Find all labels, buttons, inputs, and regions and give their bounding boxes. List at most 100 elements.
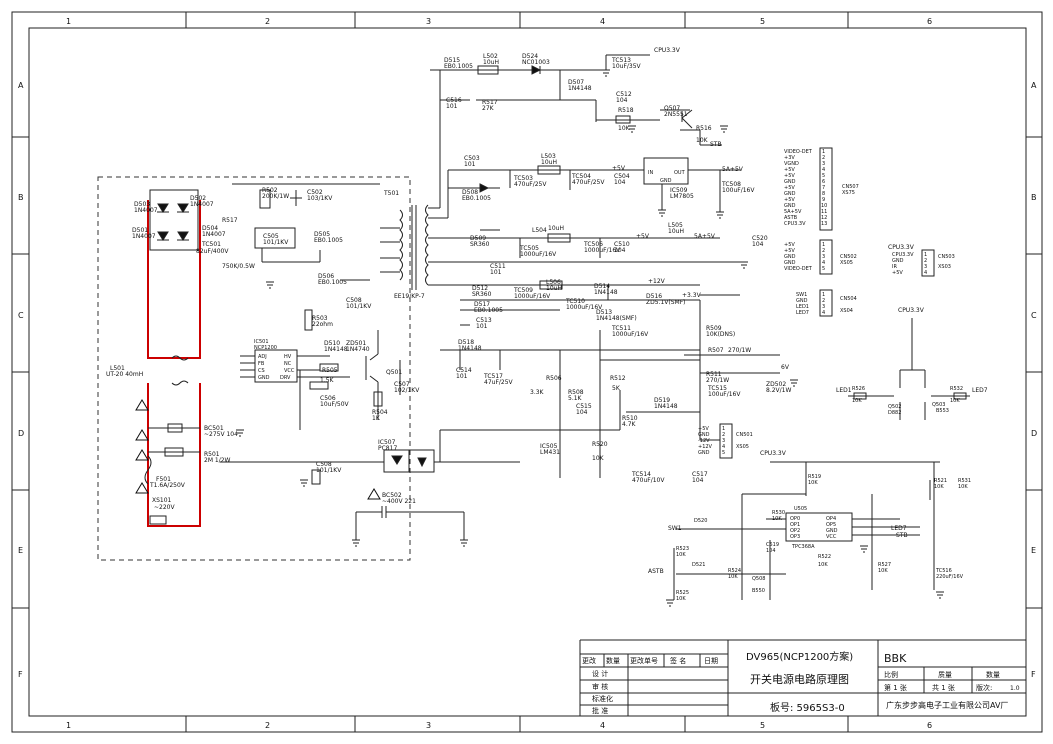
label: R532 — [950, 386, 963, 392]
label: 82uF/400V — [196, 248, 229, 255]
label: 104 — [576, 409, 588, 416]
pin-number: 2 — [822, 298, 825, 304]
led-driver-labels: Q502 D882 Q503 B553 R526 10K R532 10K — [852, 386, 963, 416]
row-label: F — [1031, 670, 1036, 679]
label: 10K(DNS) — [706, 331, 735, 338]
rev-header: 数量 — [606, 656, 620, 665]
transformer-labels: T501 EE19/KP-7 — [383, 190, 425, 300]
label: TC503 — [513, 175, 533, 182]
row-label: A — [1031, 81, 1037, 90]
label: 470uF/10V — [632, 477, 665, 484]
row-label: D — [18, 429, 24, 438]
col-label: 6 — [927, 721, 932, 730]
label: 1N4007 — [132, 233, 156, 240]
label: D510 — [324, 340, 340, 347]
label: D509 — [470, 235, 486, 242]
pin-label: GND — [698, 432, 710, 438]
label: Q508 — [752, 576, 765, 582]
company-name: 广东步步高电子工业有限公司AV厂 — [886, 700, 1008, 710]
net-label: CPU3.3V — [760, 450, 787, 457]
pin-label: +5V — [784, 248, 795, 254]
label: 10uH — [541, 159, 557, 166]
label: Q501 — [386, 369, 402, 376]
label: R524 — [728, 568, 741, 574]
label: C502 — [307, 189, 323, 196]
label: R512 — [610, 375, 626, 382]
label: 8.2V/1W — [766, 387, 791, 394]
brand-name: BBK — [884, 652, 907, 665]
label: ZD501 — [346, 340, 366, 347]
label: 102/1KV — [394, 387, 420, 394]
net-label: 5A+5V — [694, 233, 716, 240]
pin-number: 13 — [821, 221, 827, 227]
line-filter — [144, 355, 200, 525]
rev-header: 日期 — [704, 657, 718, 665]
label: 104 — [766, 548, 776, 554]
label: ~400V 221 — [382, 498, 416, 505]
label: R517 — [482, 99, 498, 106]
row-label: E — [18, 546, 23, 555]
pin-number: 2 — [822, 248, 825, 254]
row-label: A — [18, 81, 24, 90]
label: 1000uF/16V — [584, 247, 621, 254]
pin-number: 5 — [822, 266, 825, 272]
label: R523 — [676, 546, 689, 552]
label: 1000uF/16V — [514, 293, 551, 300]
rev-header: 更改单号 — [630, 656, 658, 665]
zone-labels: 1 2 3 4 5 6 1 2 3 4 5 6 A B C D E F A B … — [18, 17, 1037, 730]
pin-number: 3 — [822, 254, 825, 260]
pin-number: 4 — [722, 444, 725, 450]
pin-label: GND — [784, 179, 796, 185]
label: IC505 — [540, 443, 558, 450]
label: R506 — [546, 375, 562, 382]
pin-number: 1 — [924, 252, 927, 258]
label: 101 — [464, 161, 476, 168]
connector-cn503 — [921, 249, 935, 277]
pin-label: IR — [892, 264, 897, 270]
label: R509 — [706, 325, 722, 332]
led-driver — [848, 318, 970, 420]
label: L504 — [532, 227, 547, 234]
pin-label: SW1 — [796, 292, 807, 298]
switch-stage — [299, 279, 401, 430]
label: 104 — [616, 97, 628, 104]
label: TC517 — [483, 373, 503, 380]
cn502-labels: +5V +5V GND GND VIDEO-DET 1 2 3 4 5 CN50… — [784, 242, 857, 272]
ic-pin: CS — [258, 368, 265, 374]
sheet-number: 第 1 张 — [884, 683, 907, 692]
label: 1N4148 — [458, 345, 482, 352]
pin-label: GND — [784, 203, 796, 209]
label: Q507 — [664, 105, 680, 112]
col-label: 1 — [66, 17, 71, 26]
ic-pin: OP0 — [790, 516, 800, 522]
net-label: LED7 — [891, 525, 907, 532]
pin-number: 7 — [822, 185, 825, 191]
warning-icon-group — [135, 399, 381, 500]
label: C515 — [576, 403, 592, 410]
label: 10K — [696, 137, 709, 144]
pin-number: 6 — [822, 179, 825, 185]
label: R503 — [312, 315, 328, 322]
net-label: LED7 — [972, 387, 988, 394]
label: 3.3K — [530, 389, 545, 396]
label: 1N4148 — [654, 403, 678, 410]
ic-pin: VCC — [284, 368, 295, 374]
label: D505 — [314, 231, 330, 238]
net-label: CPU3.3V — [654, 47, 681, 54]
connector-ref: CN502 — [840, 254, 857, 260]
label: L502 — [483, 53, 498, 60]
label: EB0.1005 — [474, 307, 503, 314]
drawing-frame — [11, 11, 1043, 733]
label: C510 — [614, 241, 630, 248]
pin-label: -12V — [698, 438, 710, 444]
pin-number: 2 — [822, 155, 825, 161]
label: EE19/KP-7 — [394, 293, 425, 300]
label: 104 — [614, 179, 626, 186]
label: R527 — [878, 562, 891, 568]
u505-labels: U505 TPC368A OP0 OP1 OP2 OP3 OP4 OP5 GND… — [676, 474, 971, 602]
pin-number: 8 — [822, 191, 825, 197]
label: D504 — [202, 225, 218, 232]
net-label: SW1 — [668, 525, 682, 532]
connector-part: XS05 — [840, 260, 853, 266]
pin-number: 5 — [722, 450, 725, 456]
